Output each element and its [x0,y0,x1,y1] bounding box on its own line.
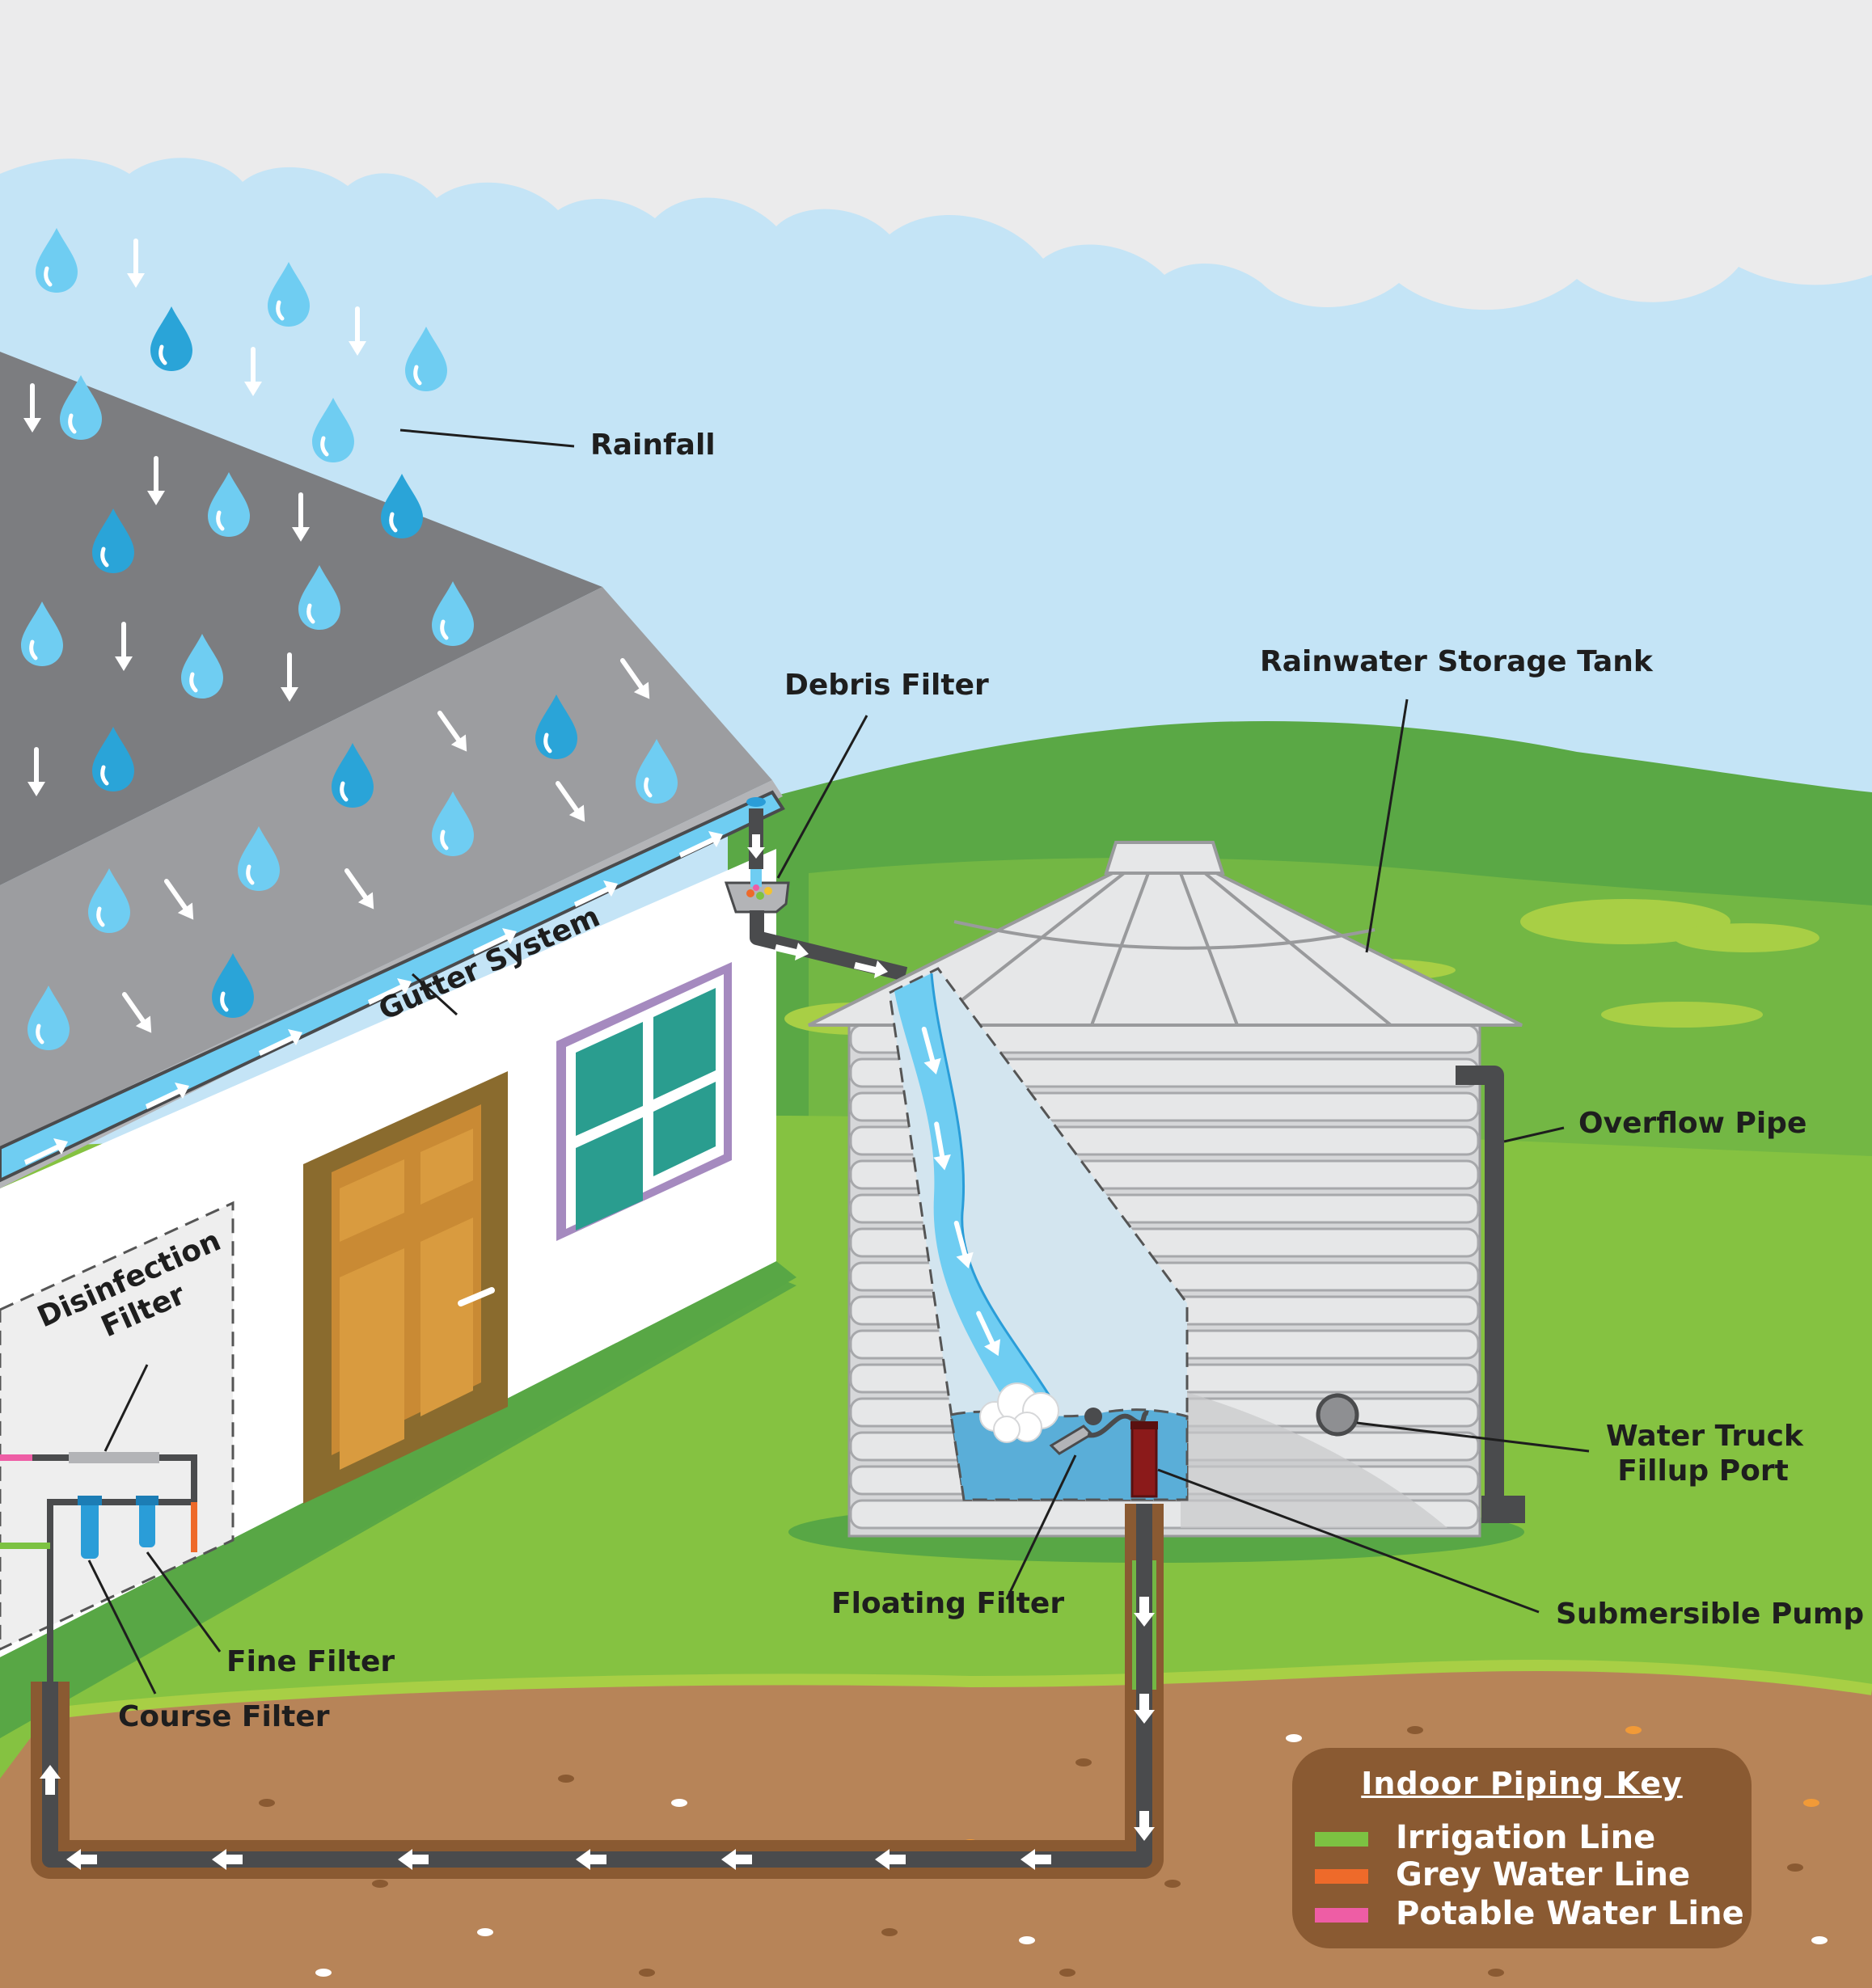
grey-water-swatch [1315,1869,1368,1884]
cloud-bank [0,0,1872,310]
submersible-pump [1130,1424,1158,1498]
pipe-arrow [854,960,888,978]
pump-cap [1130,1421,1158,1429]
house-foundation [0,1261,797,1738]
pipe-arrow [775,943,809,960]
legend-item-label: Grey Water Line [1396,1856,1691,1893]
gutter-drain-hole [746,797,766,807]
door [303,1071,508,1504]
rainfall-label: Rainfall [590,428,716,462]
tank-roof-lines [928,872,1392,1027]
filter-to-tank-pipe [750,910,908,981]
floating-filter [1049,1408,1149,1455]
legend-title: Indoor Piping Key [1361,1766,1683,1801]
gutter-flow-arrows [24,831,723,1165]
floating-filter-label: Floating Filter [831,1587,1065,1620]
submersible-pump-label: Submersible Pump [1556,1598,1865,1631]
inflow-stream-edge [930,973,1053,1399]
roof-lower [0,587,772,1148]
underground-arrows [40,1597,1155,1870]
legend-item-label: Irrigation Line [1396,1819,1656,1856]
window [556,962,732,1241]
leader-lines [87,428,1590,1695]
indoor-piping-key: Indoor Piping Key Irrigation Line Grey W… [1292,1748,1752,1948]
rainwater-storage-tank-label: Rainwater Storage Tank [1260,645,1653,678]
legend-item-label: Potable Water Line [1396,1895,1744,1932]
water-truck-label-line1: Water Truck [1606,1420,1803,1453]
inflow-stream [894,973,1051,1411]
grass-patch [1520,899,1730,944]
fine-filter-label: Fine Filter [226,1645,395,1678]
splash [979,1382,1059,1443]
debris-filter-label: Debris Filter [784,669,989,702]
debris-filter [724,869,790,914]
grass-patch [1674,923,1819,952]
potable-water-swatch [1315,1908,1368,1923]
overflow-pipe [1456,1066,1504,1505]
grass-patch [1601,1002,1763,1028]
water-truck-fillup-port-label: Water Truck Fillup Port [1606,1419,1803,1488]
tank-vent [1104,841,1225,875]
overflow-pipe-outlet [1481,1496,1525,1523]
water-truck-fillup-port [1316,1393,1359,1437]
downspout-arrow [747,834,765,859]
water-truck-label-line2: Fillup Port [1617,1454,1789,1488]
gutter [0,790,785,1183]
course-filter-label: Course Filter [118,1700,330,1733]
irrigation-swatch [1315,1832,1368,1847]
overflow-pipe-label: Overflow Pipe [1578,1107,1807,1140]
tank-sheen [1181,1391,1447,1528]
indoor-plumbing [0,1452,197,1682]
